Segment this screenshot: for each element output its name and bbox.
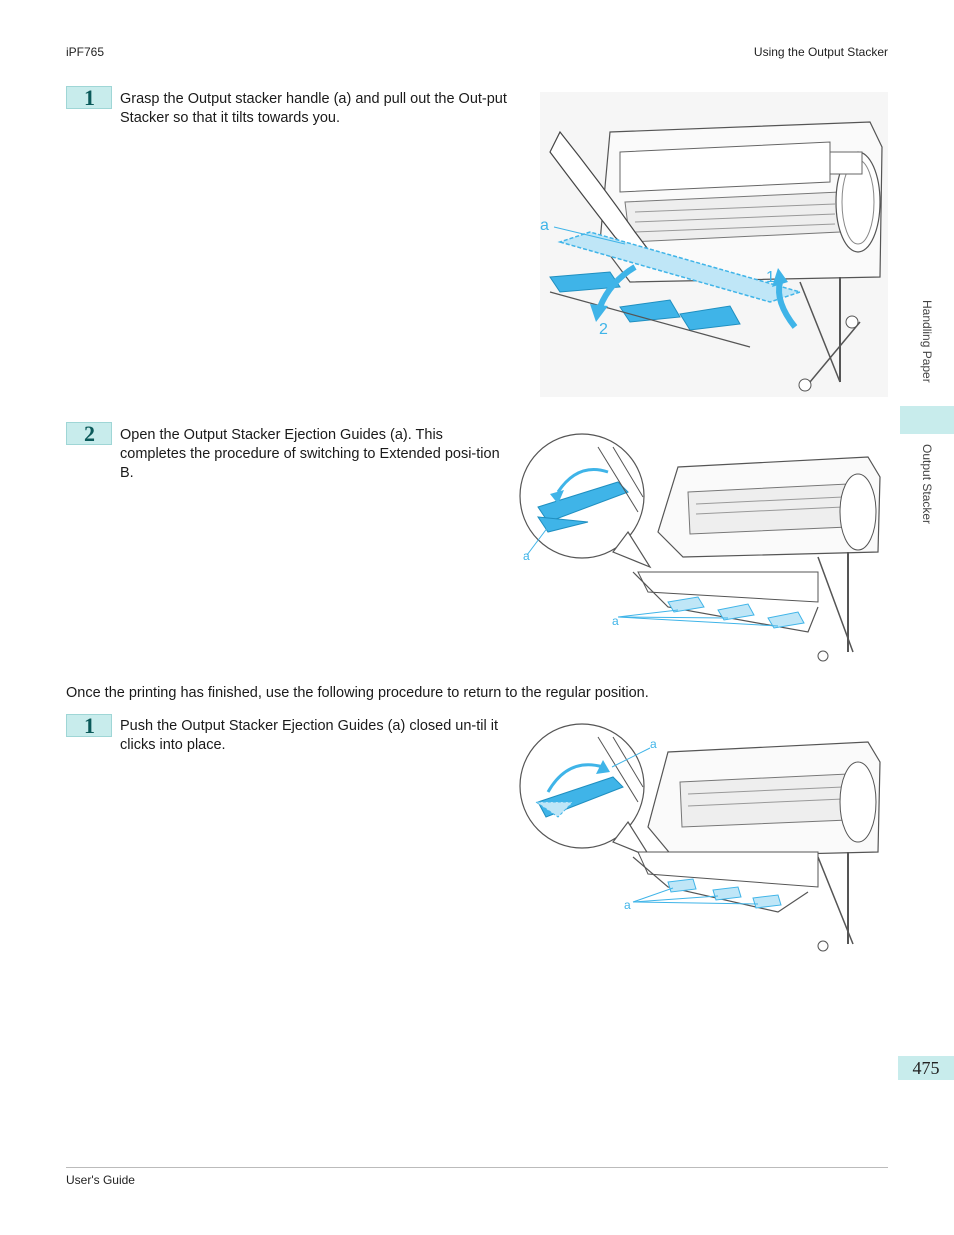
side-tab-handling-paper[interactable]: Handling Paper <box>920 300 934 383</box>
step-instruction: Grasp the Output stacker handle (a) and … <box>120 91 507 126</box>
callout-label-a: a <box>612 614 619 628</box>
printer-open-guides-illustration: a a <box>519 433 881 662</box>
callout-label-a: a <box>650 737 657 751</box>
footer-divider <box>66 1167 888 1168</box>
step-number-badge: 1 <box>66 86 112 109</box>
printer-close-guides-illustration: a a <box>519 723 881 952</box>
callout-label-1: 1 <box>766 269 775 286</box>
step-instruction: Push the Output Stacker Ejection Guides … <box>120 718 498 753</box>
step-instruction: Open the Output Stacker Ejection Guides … <box>120 427 500 481</box>
header-section-title: Using the Output Stacker <box>753 45 888 59</box>
return-procedure-intro: Once the printing has finished, use the … <box>66 685 649 701</box>
printer-pull-stacker-illustration: a 1 2 <box>540 92 888 397</box>
callout-label-a: a <box>540 217 549 234</box>
callout-label-a: a <box>523 549 530 563</box>
page-number: 475 <box>898 1056 954 1080</box>
footer-title: User's Guide <box>66 1173 135 1187</box>
step-number-badge: 1 <box>66 714 112 737</box>
side-tab-marker <box>900 406 954 434</box>
callout-label-a: a <box>624 898 631 912</box>
side-tab-output-stacker[interactable]: Output Stacker <box>920 444 934 525</box>
step-number-badge: 2 <box>66 422 112 445</box>
header-product-name: iPF765 <box>66 45 105 59</box>
callout-label-2: 2 <box>599 321 608 338</box>
